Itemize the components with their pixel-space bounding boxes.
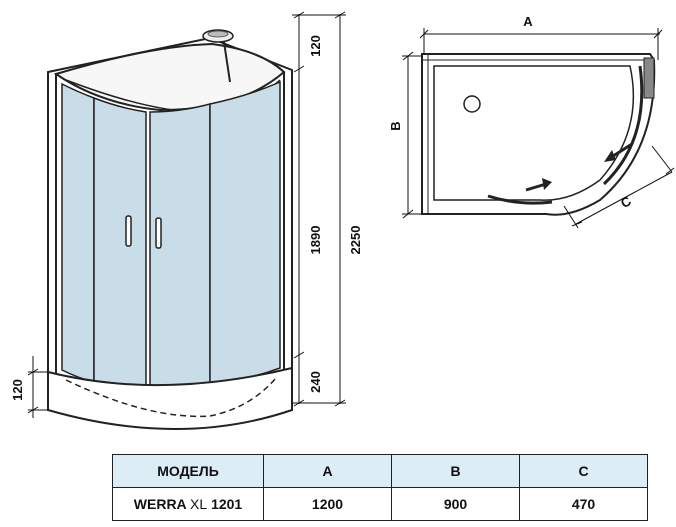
front-dimensions: 120 1890 240 2250 120 <box>10 11 363 418</box>
dim-door-height: 1890 <box>308 226 323 255</box>
cabin-right-post <box>283 70 293 410</box>
plan-label-b: B <box>388 121 403 130</box>
drain-icon <box>463 95 481 113</box>
door-handle-icon <box>155 217 162 249</box>
header-b: B <box>391 454 520 488</box>
model-name: WERRA XL 1201 <box>112 487 264 521</box>
plan-label-c: C <box>618 193 634 211</box>
plan-door-track-bottom <box>487 194 553 205</box>
spec-table-header: МОДЕЛЬ A B C <box>112 454 648 488</box>
plan-door-track <box>602 65 644 186</box>
cabin-left-post <box>47 72 57 410</box>
front-view <box>47 29 293 430</box>
tray-inner-dashed <box>65 377 277 418</box>
header-a: A <box>263 454 392 488</box>
header-c: C <box>519 454 648 488</box>
arrow-icon <box>525 178 552 192</box>
shower-head-icon <box>202 29 234 83</box>
dim-tray-height-right: 240 <box>308 371 323 393</box>
dim-total-height: 2250 <box>348 226 363 255</box>
glass-door-left <box>93 96 147 391</box>
spec-table: МОДЕЛЬ A B C WERRA XL 1201 1200 900 470 <box>112 454 648 521</box>
arrow-icon <box>604 142 633 162</box>
value-a: 1200 <box>263 487 392 521</box>
plan-label-a: A <box>523 14 533 29</box>
plan-tray-inner <box>433 65 635 201</box>
value-c: 470 <box>519 487 648 521</box>
model-mid: XL <box>190 496 208 512</box>
door-handle-icon <box>125 215 132 247</box>
glass-panel-right <box>209 80 281 385</box>
model-prefix: WERRA <box>133 496 187 512</box>
model-suffix: 1201 <box>211 496 243 512</box>
dim-top-clearance: 120 <box>308 35 323 57</box>
glass-panel-left <box>61 82 95 383</box>
dim-tray-height-left: 120 <box>10 379 25 401</box>
value-b: 900 <box>391 487 520 521</box>
plan-view <box>421 53 656 216</box>
spec-table-row: WERRA XL 1201 1200 900 470 <box>112 487 648 521</box>
shower-tray <box>47 366 293 430</box>
header-model: МОДЕЛЬ <box>112 454 264 488</box>
